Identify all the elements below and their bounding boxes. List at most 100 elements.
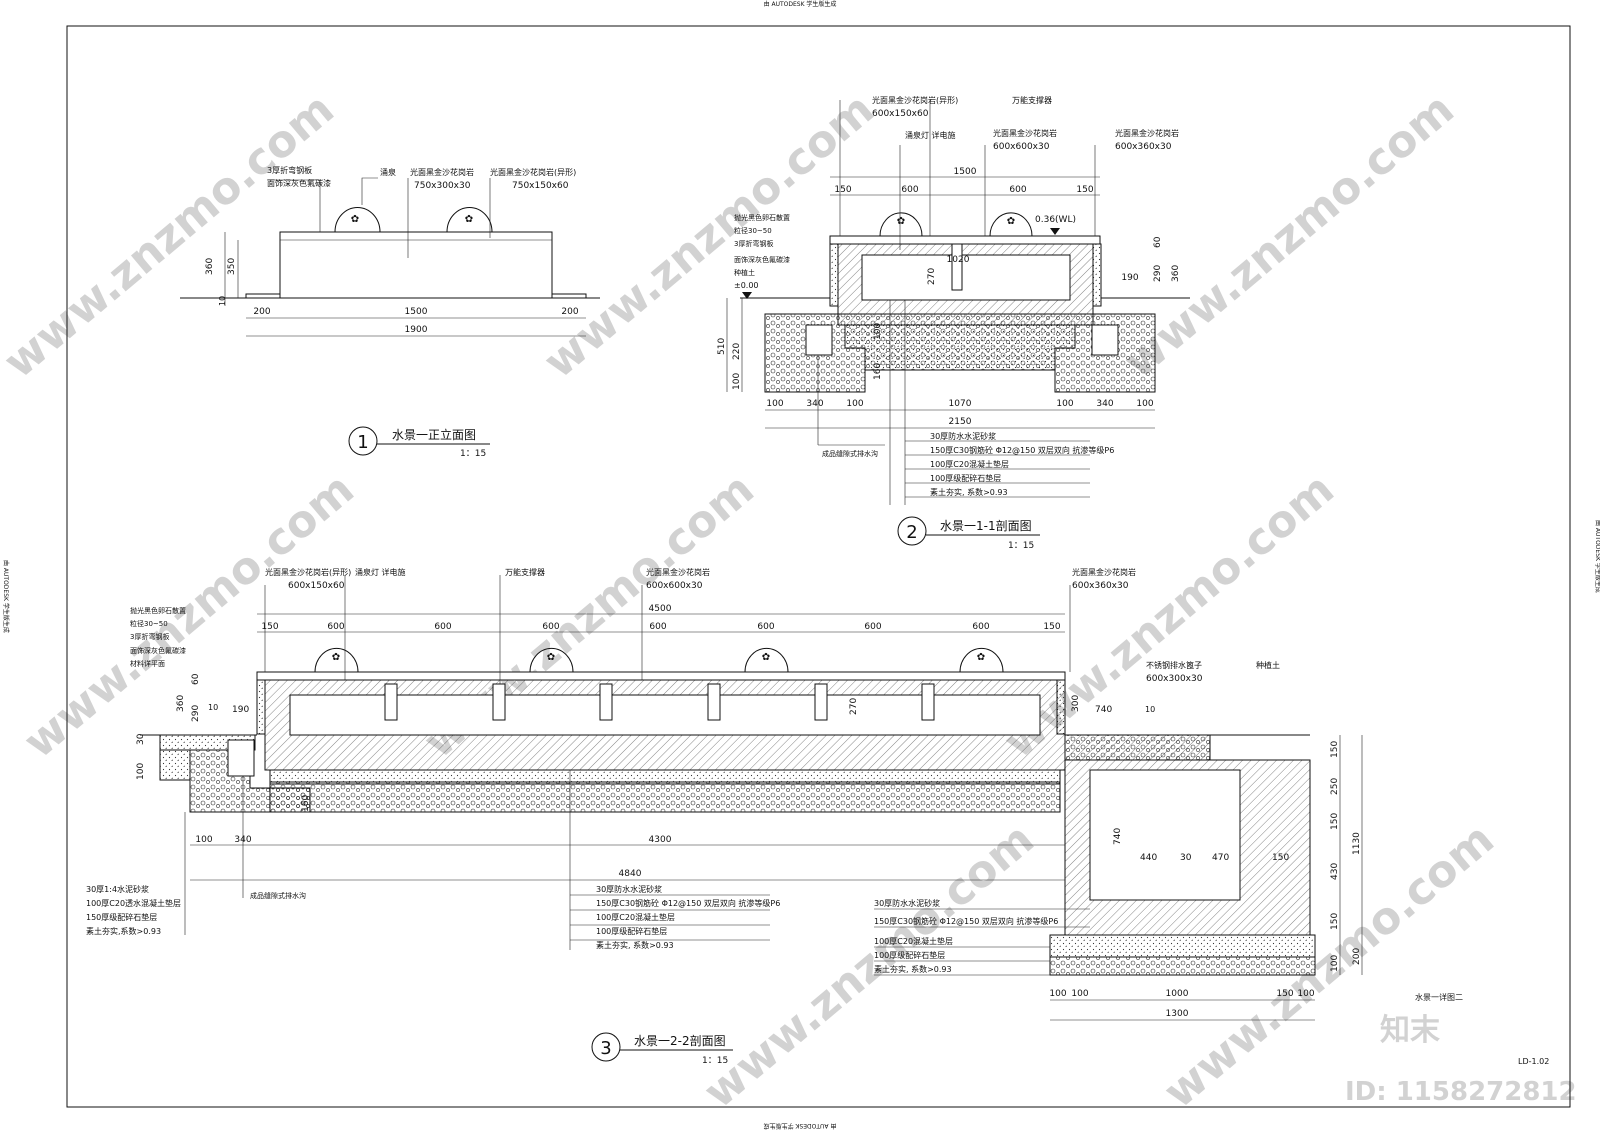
v2-label-t4s: 600x600x30: [993, 142, 1050, 152]
v2-basin-interior: [861, 254, 1071, 301]
v3-layer-left-2: 150厚级配碎石垫层: [86, 912, 157, 922]
v2-top-stone: [829, 235, 1101, 245]
v3-dim-r100: 100: [1330, 955, 1340, 972]
v2-dim-220: 220: [732, 343, 742, 360]
v3-layer-left-0: 30厚1:4水泥砂浆: [86, 884, 149, 894]
v2-dim-60: 60: [1153, 236, 1163, 248]
v3-dim-f1000: 1000: [1166, 989, 1189, 999]
v2-drain-left: [805, 324, 833, 356]
svg-text:✿: ✿: [762, 652, 770, 663]
v3-dim-f150: 150: [1276, 989, 1293, 999]
v3-dim-300: 300: [1071, 695, 1081, 712]
v3-dim-r150b: 150: [1330, 813, 1340, 830]
v3-dim-r150c: 150: [1330, 913, 1340, 930]
v3-dim-270: 270: [849, 698, 859, 715]
v3-layer-right-3: 100厚级配碎石垫层: [874, 950, 945, 960]
v3-label-t4s: 600x600x30: [646, 581, 703, 591]
v2-label-l3: 3厚折弯钢板: [734, 239, 773, 248]
view1-fountain-1: [334, 207, 381, 233]
v3-dim-p150: 150: [1272, 853, 1289, 863]
v1-dim-mid: 1500: [405, 307, 428, 317]
v3-layer-mid-1: 150厚C30钢筋砼 Φ12@150 双层双向 抗渗等级P6: [596, 898, 780, 908]
svg-text:✿: ✿: [897, 216, 905, 227]
right-stamp: 由 AUTODESK 学生版生成: [1594, 520, 1600, 593]
v3-label-t2: 涌泉灯 详电施: [355, 567, 406, 577]
v1-label-stone1-size: 750x300x30: [414, 181, 471, 191]
v2-label-t4: 光面黑金沙花岗岩: [993, 128, 1057, 138]
v2-dim-b100c: 100: [1056, 399, 1073, 409]
v3-dim-p740: 740: [1113, 828, 1123, 845]
v3-dim-600-6: 600: [972, 622, 989, 632]
v2-support: [951, 243, 963, 291]
v1-title: 水景一正立面图: [392, 427, 476, 442]
svg-text:✿: ✿: [465, 214, 473, 225]
v2-label-t3: 涌泉灯 详电施: [905, 130, 956, 140]
v1-number: 1: [357, 432, 368, 453]
v3-dim-600-0: 600: [327, 622, 344, 632]
v2-layer-0: 30厚防水水泥砂浆: [930, 431, 996, 441]
bottom-stamp: 由 AUTODESK 学生版生成: [764, 1122, 837, 1130]
v3-dim-100: 100: [136, 763, 146, 780]
v3-dim-290: 290: [191, 705, 201, 722]
svg-text:✿: ✿: [977, 652, 985, 663]
v2-dim-150a: 150: [834, 185, 851, 195]
v2-label-l1: 抛光黑色卵石散置: [734, 213, 790, 222]
v2-dim-100: 100: [732, 373, 742, 390]
v3-layer-mid-3: 100厚级配碎石垫层: [596, 926, 667, 936]
v2-label-drain: 成品缝隙式排水沟: [822, 449, 878, 458]
v3-dim-160: 160: [301, 795, 311, 812]
v3-dim-360: 360: [176, 695, 186, 712]
v3-dim-p30: 30: [1180, 853, 1192, 863]
v3-dim-600-1: 600: [434, 622, 451, 632]
v2-fountain-2: [989, 212, 1033, 237]
v3-number: 3: [600, 1038, 611, 1059]
v2-dim-360: 360: [1171, 265, 1181, 282]
v1-dim-10: 10: [218, 296, 227, 306]
v3-dim-f100c: 100: [1297, 989, 1314, 999]
watermark-site-1: www.znzmo.com: [0, 84, 344, 389]
v3-dim-f1300: 1300: [1166, 1009, 1189, 1019]
v2-dim-b2150: 2150: [949, 417, 972, 427]
v2-dim-b100a: 100: [766, 399, 783, 409]
v1-dim-left: 200: [253, 307, 270, 317]
v3-layer-right-1: 150厚C30钢筋砼 Φ12@150 双层双向 抗渗等级P6: [874, 916, 1058, 926]
v3-layer-right-4: 素土夯实, 系数>0.93: [874, 964, 952, 974]
v3-dim-p470: 470: [1212, 853, 1229, 863]
v2-dim-600b: 600: [1009, 185, 1026, 195]
svg-text:✿: ✿: [547, 652, 555, 663]
v2-number: 2: [906, 522, 917, 543]
v3-dim-b4840: 4840: [619, 869, 642, 879]
v2-label-t5: 光面黑金沙花岗岩: [1115, 128, 1179, 138]
v1-dim-350: 350: [227, 258, 237, 275]
v2-label-t2: 万能支撑器: [1012, 95, 1052, 105]
v3-grate: [1064, 734, 1211, 761]
v2-label-t1s: 600x150x60: [872, 109, 929, 119]
v2-concrete-base: [844, 324, 1076, 371]
watermark-site-7: www.znzmo.com: [694, 814, 1043, 1119]
v2-dim-290: 290: [1153, 265, 1163, 282]
view1-basin-body: [279, 231, 553, 299]
sheet-code: LD-1.02: [1518, 1057, 1549, 1066]
v3-dim-30: 30: [136, 733, 146, 745]
v2-drain-right: [1091, 324, 1119, 356]
v1-label-steel: 3厚折弯钢板: [267, 165, 312, 175]
v3-dim-4500: 4500: [649, 604, 672, 614]
v2-layer-4: 素土夯实, 系数>0.93: [930, 487, 1008, 497]
v2-label-l2: 粒径30~50: [734, 226, 772, 235]
v2-dim-150b: 150: [1076, 185, 1093, 195]
v3-layer-left-3: 素土夯实,系数>0.93: [86, 926, 161, 936]
v3-dim-p440: 440: [1140, 853, 1157, 863]
v1-dim-total: 1900: [405, 325, 428, 335]
view1-elevation: ✿ ✿ 3厚折弯钢板 面饰深灰色氟碳漆 涌泉 光面黑金沙花岗岩 750x300x…: [180, 165, 600, 459]
v2-dim-b340a: 340: [806, 399, 823, 409]
left-stamp: 由 AUTODESK 学生版生成: [2, 560, 10, 633]
v3-label-t1: 光面黑金沙花岗岩(异形): [265, 567, 351, 577]
v2-label-l5: 种植土: [734, 268, 755, 277]
v3-label-l5: 材料详平面: [130, 659, 165, 668]
v2-label-t5s: 600x360x30: [1115, 142, 1172, 152]
v3-label-t5s: 600x360x30: [1072, 581, 1129, 591]
v2-dim-100b: 100: [873, 323, 883, 340]
v3-label-t1s: 600x150x60: [288, 581, 345, 591]
v3-top-stone: [256, 671, 1066, 681]
